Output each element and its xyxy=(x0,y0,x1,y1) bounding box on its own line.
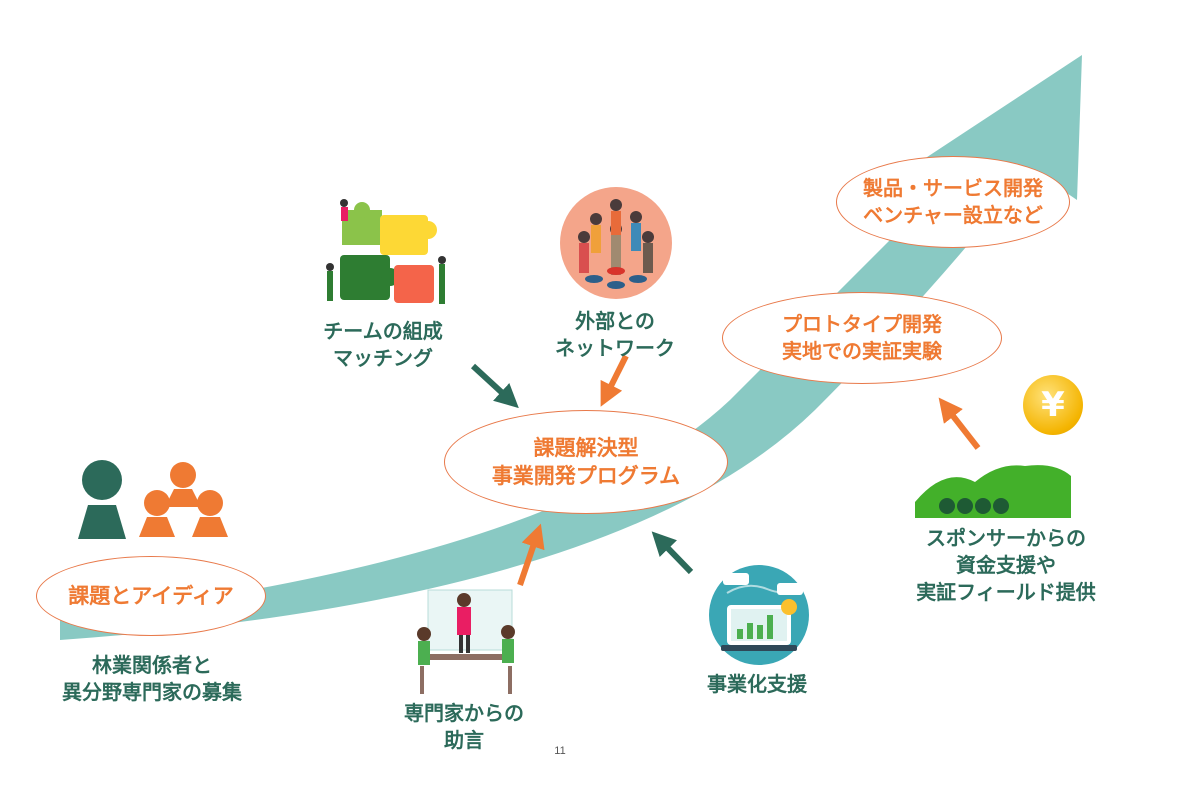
network-line2: ネットワーク xyxy=(555,336,675,360)
arrow-business-to-center xyxy=(651,531,694,575)
start-line1: 林業関係者と xyxy=(92,653,212,677)
experts-meeting-illustration xyxy=(417,589,515,694)
experts-line2: 助言 xyxy=(444,728,484,752)
prototype-line1: プロトタイプ開発 xyxy=(782,312,942,336)
experts-line1: 専門家からの xyxy=(404,701,524,725)
yen-coin-icon: ¥ xyxy=(1023,375,1083,435)
team-label: チームの組成 マッチング xyxy=(298,318,468,372)
experts-label: 専門家からの 助言 xyxy=(384,700,544,754)
center-line2: 事業開発プログラム xyxy=(491,464,681,488)
team-line1: チームの組成 xyxy=(323,319,443,343)
sponsor-line1: スポンサーからの xyxy=(926,526,1086,550)
sponsor-line2: 資金支援や xyxy=(956,553,1056,577)
yen-symbol: ¥ xyxy=(1041,385,1065,425)
prototype-oval: プロトタイプ開発 実地での実証実験 xyxy=(722,292,1002,384)
arrow-team-to-center xyxy=(470,363,519,409)
start-idea-oval: 課題とアイディア xyxy=(36,556,266,636)
goal-line2: ベンチャー設立など xyxy=(863,203,1043,227)
arrow-experts-to-center xyxy=(517,523,545,586)
puzzle-team-illustration xyxy=(326,199,446,304)
business-label: 事業化支援 xyxy=(682,671,832,698)
sponsor-line3: 実証フィールド提供 xyxy=(916,580,1096,604)
network-line1: 外部との xyxy=(575,309,655,333)
business-support-illustration xyxy=(709,565,809,665)
network-label: 外部との ネットワーク xyxy=(540,308,690,362)
goal-line1: 製品・サービス開発 xyxy=(863,176,1043,200)
team-line2: マッチング xyxy=(333,346,433,370)
arrow-network-to-center xyxy=(600,354,629,407)
center-line1: 課題解決型 xyxy=(533,435,639,460)
start-line2: 異分野専門家の募集 xyxy=(62,680,242,704)
center-program-oval: 課題解決型 事業開発プログラム xyxy=(444,410,728,514)
goal-oval: 製品・サービス開発 ベンチャー設立など xyxy=(836,156,1070,248)
green-hill-illustration xyxy=(915,465,1071,518)
business-label-text: 事業化支援 xyxy=(707,672,807,696)
arrow-sponsor-to-prototype xyxy=(938,397,981,450)
people-icon xyxy=(78,460,228,539)
start-label: 林業関係者と 異分野専門家の募集 xyxy=(22,652,282,706)
sponsor-label: スポンサーからの 資金支援や 実証フィールド提供 xyxy=(900,525,1112,606)
page-number: 11 xyxy=(554,745,566,757)
prototype-line2: 実地での実証実験 xyxy=(782,339,942,363)
network-people-illustration xyxy=(560,187,672,299)
start-oval-label: 課題とアイディア xyxy=(68,583,234,608)
